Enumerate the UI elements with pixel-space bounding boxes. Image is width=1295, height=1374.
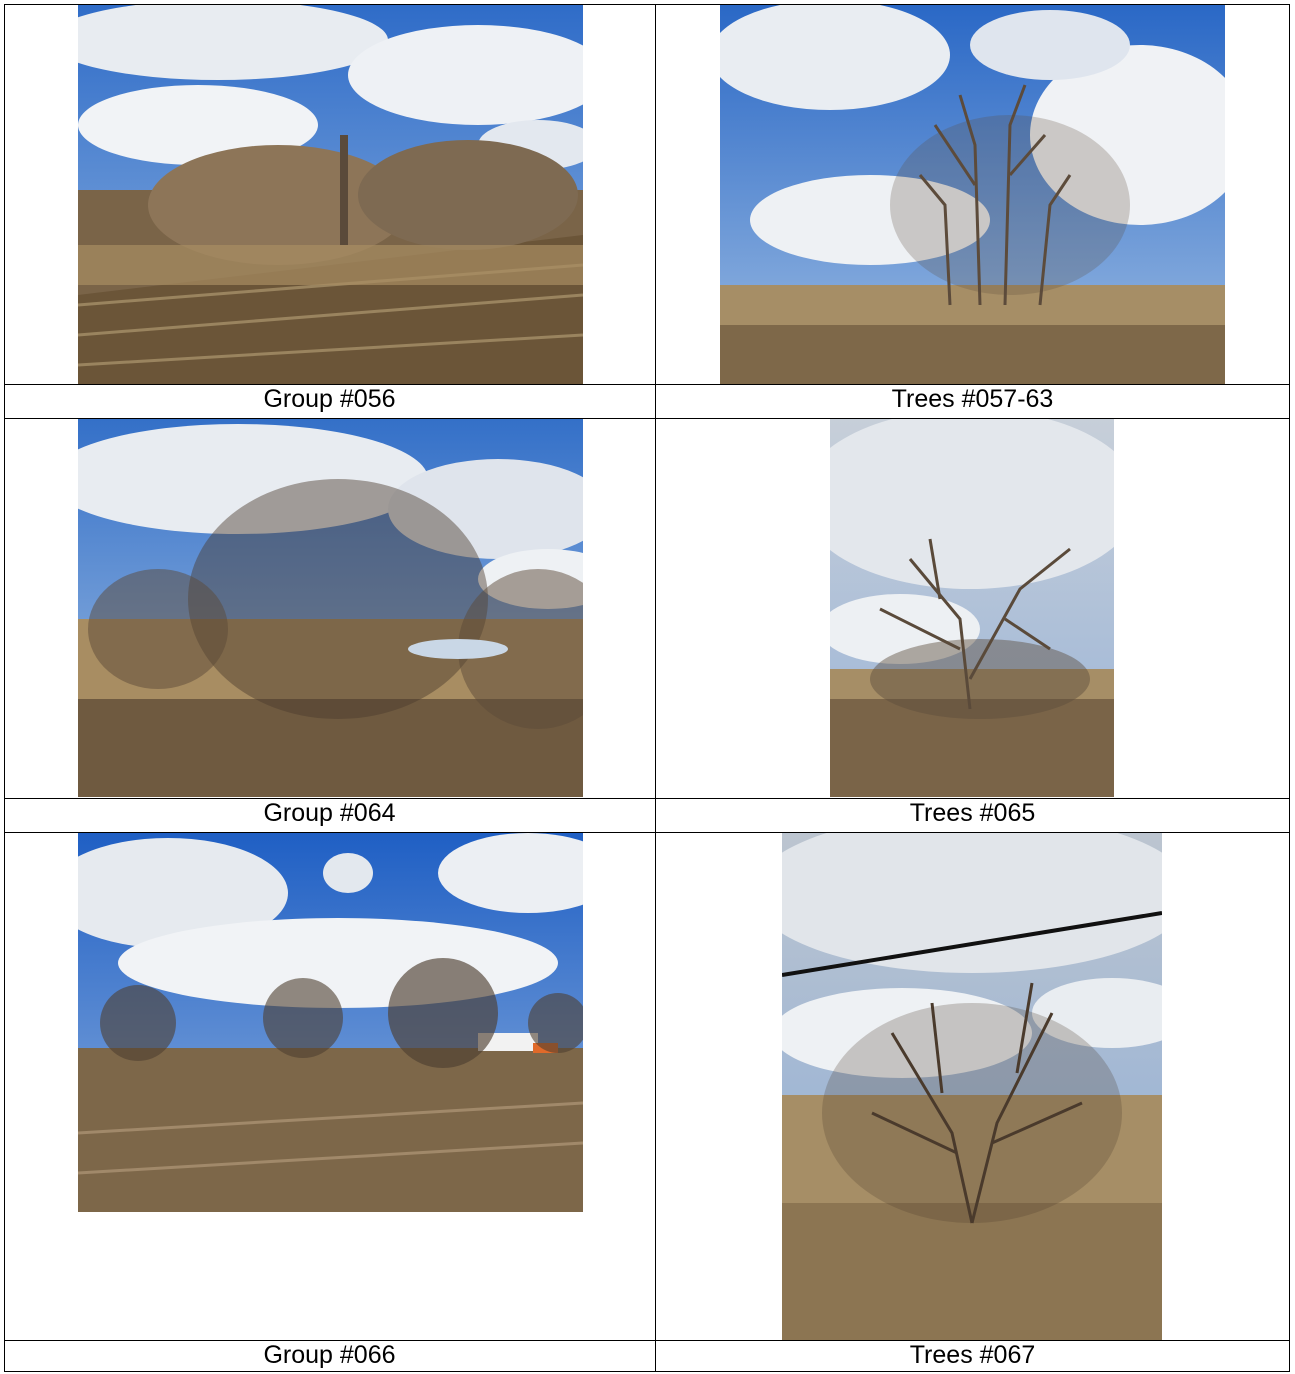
photo-group-066	[78, 833, 583, 1212]
caption-group-064: Group #064	[263, 799, 396, 827]
photo-trees-067	[782, 833, 1162, 1340]
row-divider	[5, 832, 1289, 833]
photo-table	[4, 4, 1290, 1372]
row-divider	[5, 798, 1289, 799]
photo-group-064	[78, 419, 583, 797]
photo-group-056	[78, 5, 583, 384]
caption-trees-057-63: Trees #057-63	[891, 385, 1054, 413]
row-divider	[5, 418, 1289, 419]
photo-trees-065	[830, 419, 1114, 797]
row-divider	[5, 384, 1289, 385]
caption-group-066: Group #066	[263, 1341, 396, 1369]
photo-trees-057-63	[720, 5, 1225, 384]
caption-trees-065: Trees #065	[909, 799, 1036, 827]
column-divider	[655, 5, 656, 1371]
row-divider	[5, 1340, 1289, 1341]
caption-trees-067: Trees #067	[909, 1341, 1036, 1369]
caption-group-056: Group #056	[263, 385, 396, 413]
